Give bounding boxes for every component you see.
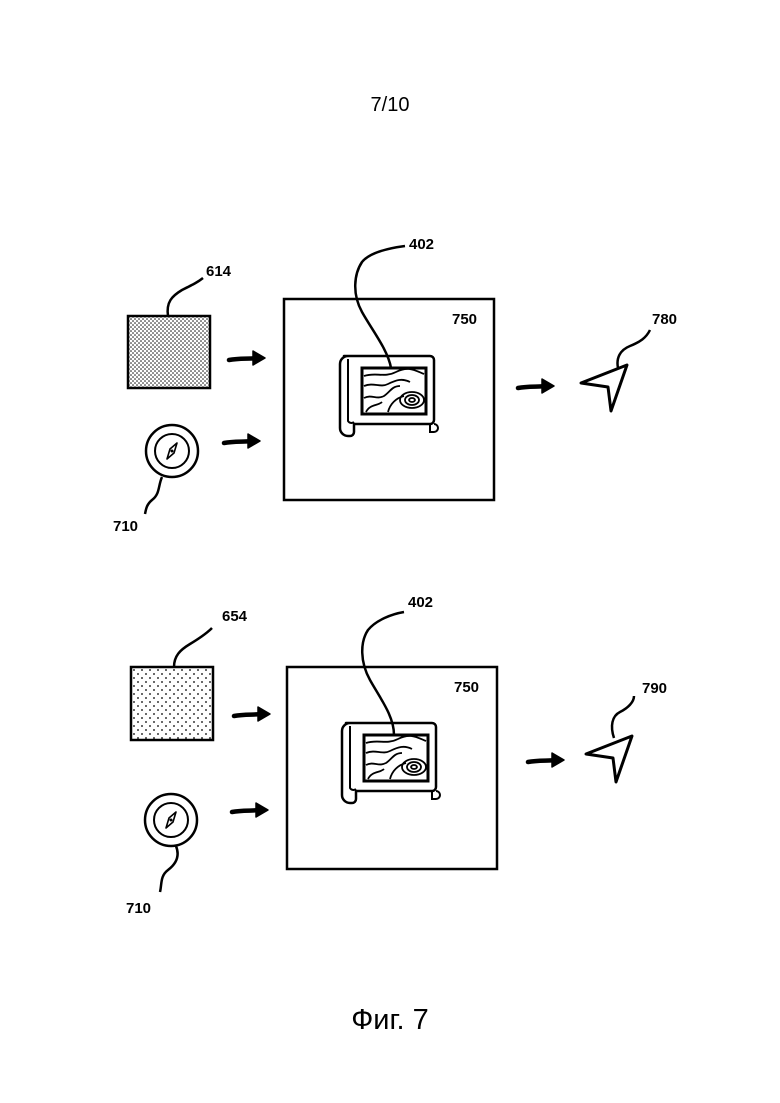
sensor-image-614 xyxy=(128,316,210,388)
arrow-right-icon xyxy=(232,803,268,817)
panel-1: 614 710 750 402 780 xyxy=(113,236,677,535)
arrow-right-icon xyxy=(528,753,564,767)
leader-line-710 xyxy=(145,477,162,514)
leader-line-654 xyxy=(174,628,212,667)
arrow-right-icon xyxy=(234,707,270,721)
navigation-pointer-icon xyxy=(586,736,632,782)
label-780: 780 xyxy=(652,311,677,328)
label-710: 710 xyxy=(126,900,151,917)
arrow-right-icon xyxy=(518,379,554,393)
leader-line-402 xyxy=(362,612,404,735)
label-614: 614 xyxy=(206,263,232,280)
compass-icon xyxy=(145,794,197,846)
label-710: 710 xyxy=(113,518,138,535)
label-750: 750 xyxy=(454,679,479,696)
navigation-pointer-icon xyxy=(581,365,627,411)
topographic-map-icon xyxy=(340,356,438,436)
leader-line-790 xyxy=(612,696,634,738)
sensor-image-654 xyxy=(131,667,213,740)
leader-line-710 xyxy=(160,846,178,892)
label-402: 402 xyxy=(409,236,434,253)
label-402: 402 xyxy=(408,594,433,611)
leader-line-780 xyxy=(618,330,651,368)
figure-caption: Фиг. 7 xyxy=(0,1004,780,1037)
arrow-right-icon xyxy=(224,434,260,448)
leader-line-402 xyxy=(355,246,405,368)
panel-2: 654 710 750 402 790 xyxy=(126,594,667,917)
label-790: 790 xyxy=(642,680,667,697)
compass-icon xyxy=(146,425,198,477)
label-654: 654 xyxy=(222,608,248,625)
label-750: 750 xyxy=(452,311,477,328)
arrow-right-icon xyxy=(229,351,265,365)
topographic-map-icon xyxy=(342,723,440,803)
leader-line-614 xyxy=(168,278,203,316)
